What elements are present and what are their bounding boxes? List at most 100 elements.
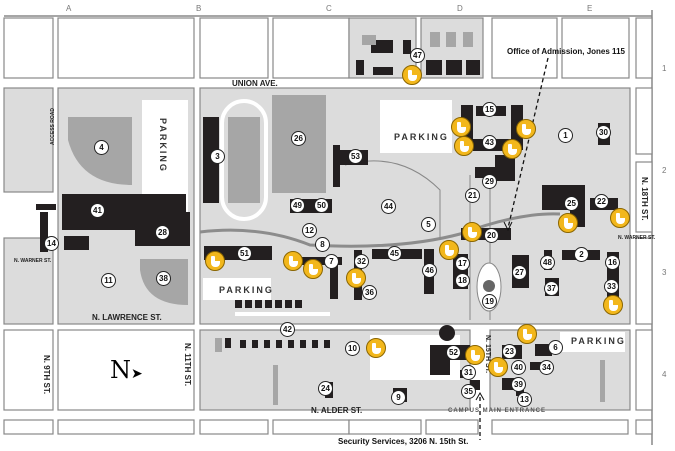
building-marker[interactable]: 15 [482,102,497,117]
grid-col-b: B [196,4,202,13]
building-marker[interactable]: 11 [101,273,116,288]
grid-row-2: 2 [662,166,667,175]
building-marker[interactable]: 24 [318,381,333,396]
restroom-icon [488,357,508,377]
building-marker[interactable]: 41 [90,203,105,218]
building-marker[interactable]: 42 [280,322,295,337]
parking-label-d2: PARKING [394,132,449,142]
building-marker[interactable]: 9 [391,390,406,405]
building-marker[interactable]: 1 [558,128,573,143]
building-marker[interactable]: 35 [461,384,476,399]
street-access-road: ACCESS ROAD [50,108,56,145]
parking-label-b2: PARKING [158,118,168,173]
restroom-icon [366,338,386,358]
building-marker[interactable]: 43 [482,135,497,150]
restroom-icon [462,222,482,242]
restroom-icon [346,268,366,288]
restroom-icon [558,213,578,233]
building-marker[interactable]: 39 [511,377,526,392]
grid-row-1: 1 [662,64,667,73]
building-marker[interactable]: 33 [604,279,619,294]
building-marker[interactable]: 16 [605,255,620,270]
building-marker[interactable]: 20 [484,228,499,243]
restroom-icon [502,139,522,159]
north-arrow-icon: ➤ [131,366,143,382]
street-n-warner-west: N. WARNER ST. [14,258,52,264]
building-marker[interactable]: 52 [446,345,461,360]
building-marker[interactable]: 3 [210,149,225,164]
building-marker[interactable]: 47 [410,48,425,63]
building-marker[interactable]: 28 [155,225,170,240]
building-marker[interactable]: 22 [594,194,609,209]
street-n-9th: N. 9TH ST. [42,355,51,395]
building-marker[interactable]: 10 [345,341,360,356]
restroom-icon [610,208,630,228]
building-marker[interactable]: 13 [517,392,532,407]
street-n-lawrence: N. LAWRENCE ST. [92,313,162,322]
street-n-18th: N. 18TH ST. [640,177,649,221]
restroom-icon [451,117,471,137]
street-n-warner-east: N. WARNER ST. [618,235,656,241]
grid-row-3: 3 [662,268,667,277]
restroom-icon [516,119,536,139]
building-marker[interactable]: 18 [455,273,470,288]
building-marker[interactable]: 45 [387,246,402,261]
grid-col-e: E [587,4,593,13]
restroom-icon [303,259,323,279]
building-marker[interactable]: 4 [94,140,109,155]
building-marker[interactable]: 7 [324,254,339,269]
street-union-ave: UNION AVE. [232,79,278,88]
building-marker[interactable]: 37 [544,281,559,296]
building-marker[interactable]: 31 [461,365,476,380]
restroom-icon [402,65,422,85]
building-marker[interactable]: 25 [564,196,579,211]
building-marker[interactable]: 40 [511,360,526,375]
building-marker[interactable]: 30 [596,125,611,140]
building-marker[interactable]: 29 [482,174,497,189]
building-marker[interactable]: 34 [539,360,554,375]
restroom-icon [205,251,225,271]
parking-label-c3: PARKING [219,285,274,295]
grid-col-d: D [457,4,463,13]
building-marker[interactable]: 38 [156,271,171,286]
building-marker[interactable]: 19 [482,294,497,309]
building-marker[interactable]: 27 [512,265,527,280]
building-marker[interactable]: 17 [455,256,470,271]
restroom-icon [454,136,474,156]
building-marker[interactable]: 53 [348,149,363,164]
building-marker[interactable]: 32 [354,254,369,269]
building-marker[interactable]: 50 [314,198,329,213]
building-marker[interactable]: 21 [465,188,480,203]
building-marker[interactable]: 49 [290,198,305,213]
callout-security: Security Services, 3206 N. 15th St. [338,437,469,446]
building-marker[interactable]: 44 [381,199,396,214]
compass-north: N➤ [110,356,143,384]
street-n-15th: N. 15TH ST. [484,335,491,374]
restroom-icon [465,345,485,365]
street-n-alder: N. ALDER ST. [311,406,363,415]
building-marker[interactable]: 36 [362,285,377,300]
building-marker[interactable]: 48 [540,255,555,270]
building-marker[interactable]: 23 [502,344,517,359]
restroom-icon [283,251,303,271]
building-marker[interactable]: 5 [421,217,436,232]
restroom-icon [517,324,537,344]
grid-col-c: C [326,4,332,13]
building-marker[interactable]: 2 [574,247,589,262]
callout-admission: Office of Admission, Jones 115 [507,47,625,56]
campus-main-entrance: CAMPUS MAIN ENTRANCE [448,408,546,414]
building-marker[interactable]: 51 [237,246,252,261]
building-marker[interactable]: 8 [315,237,330,252]
building-marker[interactable]: 12 [302,223,317,238]
restroom-icon [439,240,459,260]
parking-label-e4: PARKING [571,336,626,346]
building-marker[interactable]: 6 [548,340,563,355]
street-n-11th: N. 11TH ST. [183,343,192,387]
compass-letter: N [110,356,131,384]
grid-col-a: A [66,4,72,13]
building-marker[interactable]: 14 [44,236,59,251]
building-marker[interactable]: 46 [422,263,437,278]
restroom-icon [603,295,623,315]
building-marker[interactable]: 26 [291,131,306,146]
